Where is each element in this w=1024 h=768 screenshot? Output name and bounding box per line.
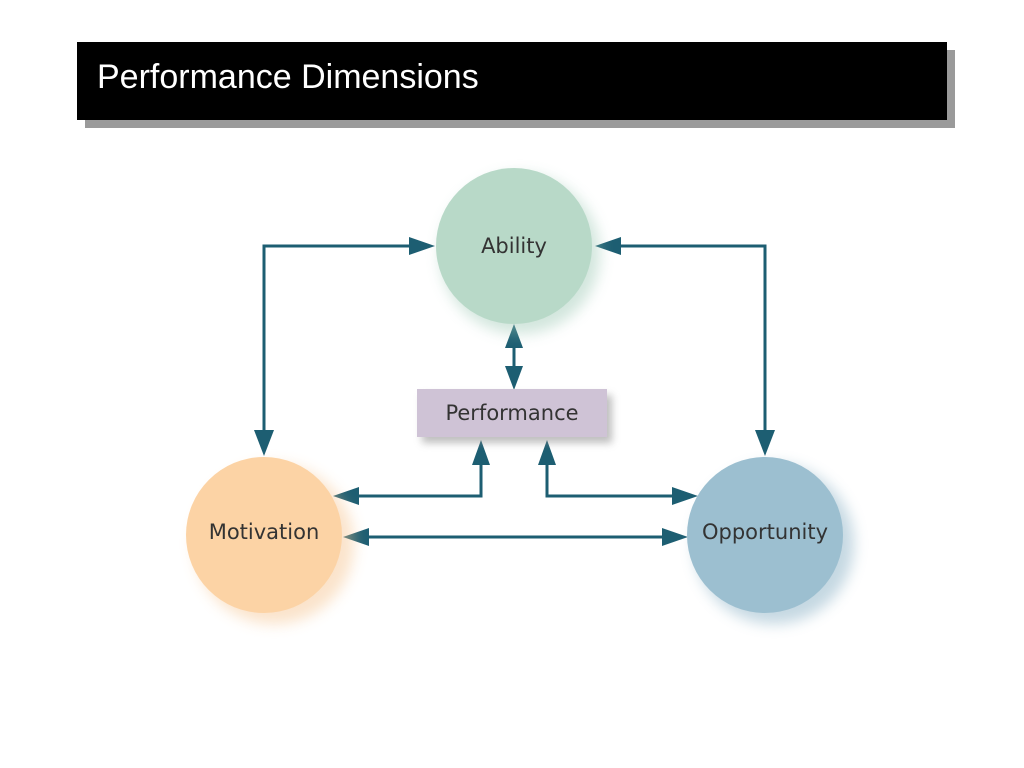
connector-performance-motivation	[348, 459, 483, 498]
arrowhead-ability-left	[409, 237, 435, 255]
arrowhead-ability-right	[595, 237, 621, 255]
connector-ability-motivation	[262, 244, 425, 440]
ability-circle	[436, 168, 592, 324]
arrowhead-opportunity-upper	[672, 487, 698, 505]
arrowhead-performance-left	[472, 440, 490, 465]
arrowhead-performance-top	[505, 366, 523, 390]
ability-label: Ability	[481, 234, 547, 258]
connector-performance-opportunity	[545, 459, 683, 498]
title-bar: Performance Dimensions	[77, 42, 947, 120]
opportunity-circle	[687, 457, 843, 613]
node-opportunity: Opportunity	[687, 457, 854, 624]
motivation-label: Motivation	[209, 520, 320, 544]
arrowhead-motivation-upper	[333, 487, 359, 505]
node-ability: Ability	[436, 168, 600, 334]
connector-ability-opportunity	[606, 244, 767, 440]
arrowhead-opportunity-lower	[662, 528, 688, 546]
opportunity-label: Opportunity	[702, 520, 828, 544]
motivation-circle	[186, 457, 342, 613]
arrowhead-motivation-lower	[343, 528, 369, 546]
slide-title: Performance Dimensions	[97, 58, 479, 96]
arrowhead-ability-bottom	[505, 324, 523, 348]
node-motivation: Motivation	[186, 457, 354, 624]
arrowhead-opportunity-top	[755, 430, 775, 456]
arrowheads	[254, 237, 775, 546]
node-performance: Performance	[417, 389, 612, 443]
arrowhead-performance-right	[538, 440, 556, 465]
arrowhead-motivation-top	[254, 430, 274, 456]
performance-label: Performance	[445, 401, 578, 425]
performance-box	[417, 389, 607, 437]
